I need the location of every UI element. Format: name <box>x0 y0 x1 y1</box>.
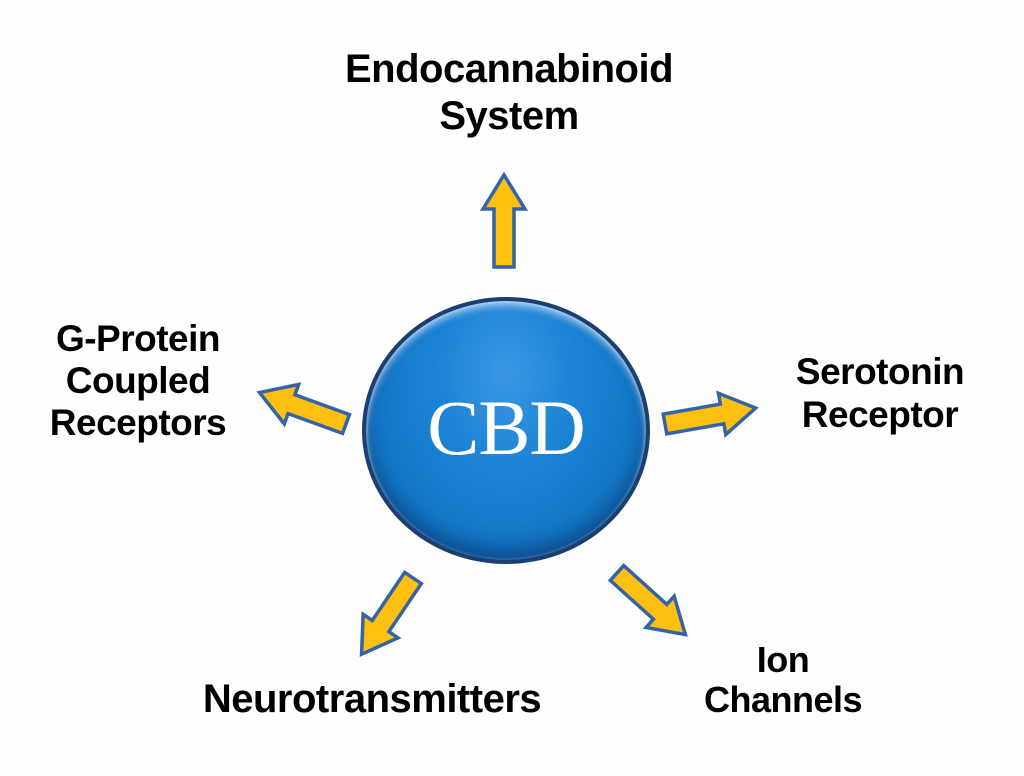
arrow-up-icon <box>481 173 527 269</box>
arrow-up-left-icon <box>250 371 355 446</box>
cbd-center-node: CBD <box>362 297 650 564</box>
arrow-down-left-icon <box>342 564 433 668</box>
arrow-right-icon <box>659 385 761 447</box>
arrow-down-right-icon <box>601 555 702 652</box>
node-label-neurotransmitters: Neurotransmitters <box>202 677 542 721</box>
node-label-serotonin-receptor: Serotonin Receptor <box>795 351 965 435</box>
node-label-endocannabinoid-system: Endocannabinoid System <box>344 47 674 138</box>
cbd-center-label: CBD <box>427 383 585 471</box>
node-label-g-protein-coupled-receptors: G-Protein Coupled Receptors <box>49 318 227 443</box>
node-label-ion-channels: Ion Channels <box>703 639 863 720</box>
